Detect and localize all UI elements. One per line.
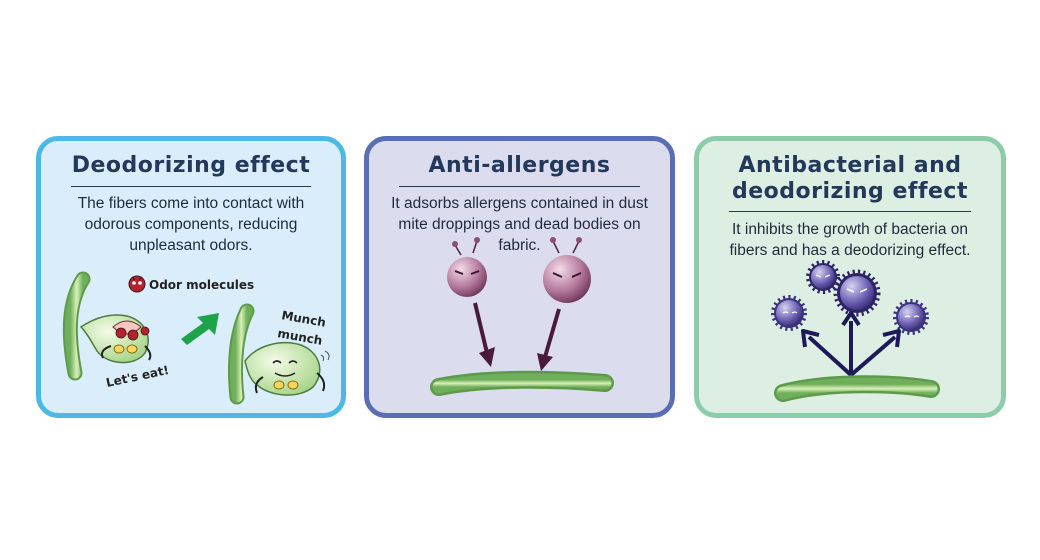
- antibacterial-card: Antibacterial and deodorizing effect It …: [694, 136, 1006, 418]
- title-divider: [71, 186, 311, 187]
- repel-arrows-icon: [801, 311, 901, 377]
- munching-blob-character: [244, 342, 330, 396]
- card-description: It inhibits the growth of bacteria on fi…: [729, 221, 971, 259]
- antibacterial-illustration: [771, 260, 940, 402]
- legend-label: Odor molecules: [149, 278, 254, 292]
- allergen-particle-icon: [543, 237, 591, 303]
- speech-lets-eat: Let's eat!: [105, 363, 170, 390]
- adsorb-arrow-icon: [537, 308, 561, 371]
- card-title-line-1: Antibacterial and: [738, 153, 962, 178]
- deodorizing-illustration: Odor molecules Let's eat!: [62, 271, 330, 405]
- anti-allergens-card: Anti-allergens It adsorbs allergens cont…: [364, 136, 675, 418]
- bacteria-icon: [893, 299, 929, 335]
- anti-allergens-illustration: [430, 237, 614, 396]
- card-description: The fibers come into contact with odorou…: [77, 195, 305, 254]
- title-divider: [399, 186, 640, 187]
- eating-blob-character: [79, 314, 152, 364]
- odor-molecule-icon: [128, 275, 146, 293]
- card-title: Anti-allergens: [428, 153, 611, 178]
- card-title: Deodorizing effect: [71, 153, 311, 178]
- bacteria-icon: [833, 269, 881, 317]
- card-description: It adsorbs allergens contained in dust m…: [391, 195, 648, 254]
- adsorb-arrow-icon: [473, 302, 495, 367]
- deodorizing-effect-card: Deodorizing effect The fibers come into …: [36, 136, 346, 418]
- allergen-particle-icon: [447, 237, 487, 297]
- card-title-line-2: deodorizing effect: [732, 179, 968, 204]
- transition-arrow-icon: [181, 313, 219, 345]
- title-divider: [729, 211, 971, 212]
- bacteria-icon: [771, 295, 807, 331]
- bacteria-icon: [806, 260, 840, 294]
- speech-munch: Munch: [280, 308, 326, 330]
